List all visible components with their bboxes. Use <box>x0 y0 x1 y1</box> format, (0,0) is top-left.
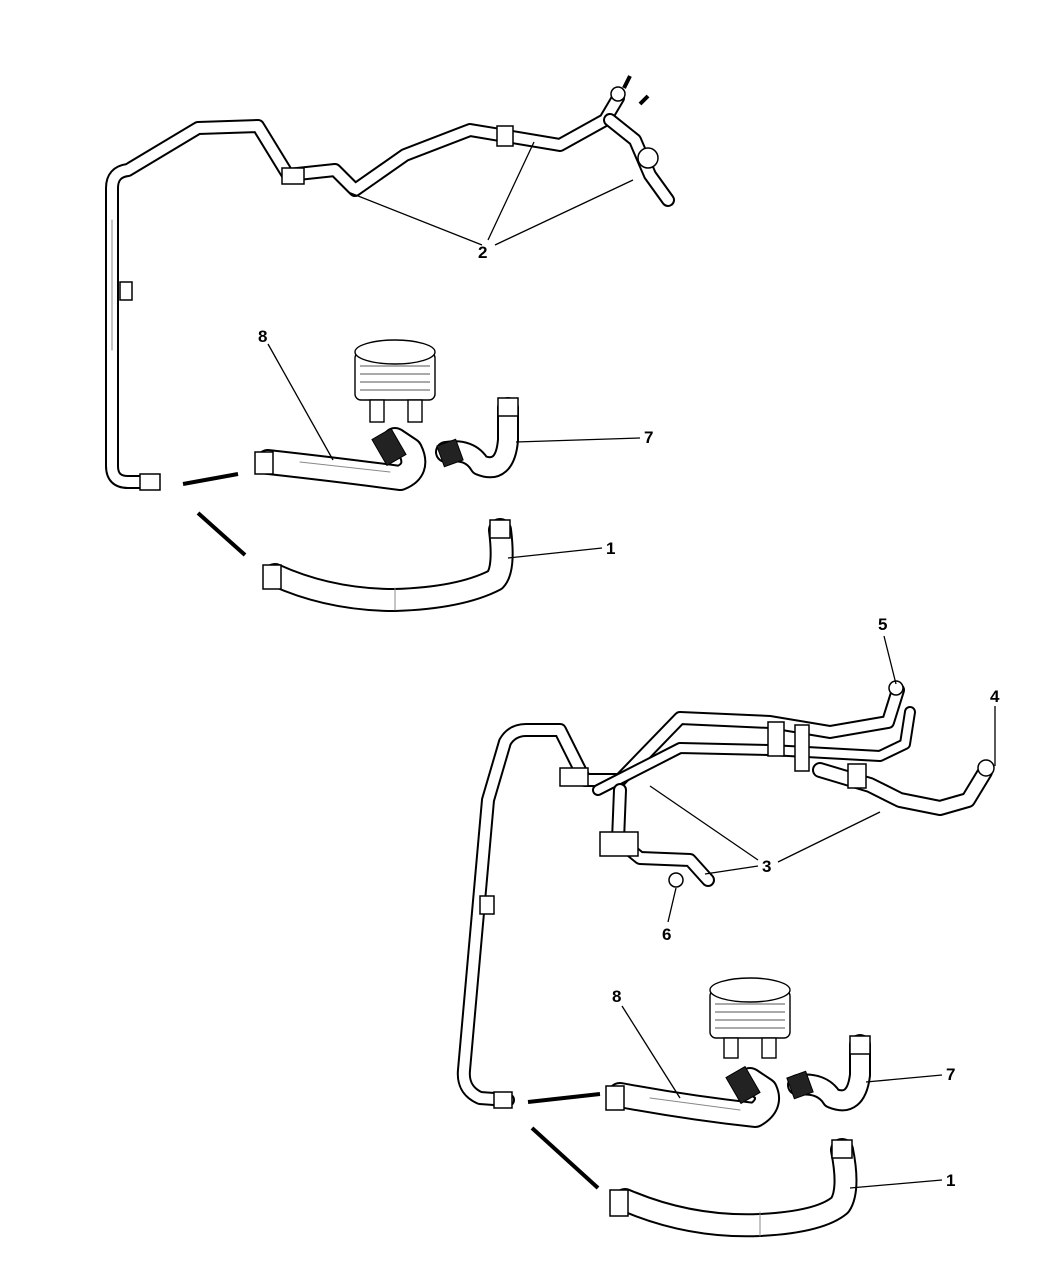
bottom-assembly: 5 4 3 6 8 7 1 <box>456 615 1000 1238</box>
bottom-leader-3c <box>777 811 881 863</box>
bottom-connection-bar-b <box>530 1126 600 1190</box>
top-hose-end <box>139 473 161 491</box>
top-bracket <box>281 167 305 185</box>
top-connection-bar-a <box>182 472 239 486</box>
bottom-oil-cooler <box>709 977 791 1059</box>
top-leader-2b <box>487 141 535 241</box>
bottom-callout-8: 8 <box>612 987 621 1006</box>
bottom-hose-clamp <box>767 721 785 757</box>
bottom-hose-end <box>493 1091 513 1109</box>
bottom-hose-8 <box>605 1065 780 1128</box>
bottom-bracket-right <box>847 763 867 789</box>
top-fitting <box>637 147 659 169</box>
top-hose-clamp <box>496 125 514 147</box>
bottom-callout-3: 3 <box>762 857 771 876</box>
top-hose-7-connector <box>436 438 464 468</box>
top-assembly: 2 8 7 1 <box>105 75 675 612</box>
top-callout-1: 1 <box>606 539 615 558</box>
top-fitting-upper <box>610 86 626 102</box>
top-hose-1 <box>262 518 514 612</box>
top-leader-8 <box>267 343 334 461</box>
bottom-leader-3b <box>704 865 759 875</box>
bottom-hose-1-end <box>831 1139 853 1159</box>
bottom-fitting-4 <box>977 759 995 777</box>
bottom-hose-7-connector <box>786 1070 814 1100</box>
bottom-callout-7: 7 <box>946 1065 955 1084</box>
top-hose-clip <box>119 281 133 301</box>
bottom-fitting-6 <box>668 872 684 888</box>
bottom-callout-6: 6 <box>662 925 671 944</box>
bottom-hose-1 <box>609 1138 858 1238</box>
bottom-leader-3a <box>649 785 759 861</box>
top-hose-8-connector <box>371 427 407 467</box>
bottom-callout-4: 4 <box>990 687 1000 706</box>
bottom-connection-bar-a <box>527 1092 601 1104</box>
top-leader-1 <box>507 547 603 559</box>
top-leader-7 <box>515 437 641 443</box>
top-leader-2c <box>494 179 634 246</box>
top-hose-7-end <box>497 397 519 417</box>
top-oil-cooler <box>354 339 436 423</box>
bottom-leader-5 <box>883 635 897 685</box>
bottom-bracket-left <box>559 767 589 787</box>
bottom-hose-7 <box>786 1034 871 1112</box>
bottom-callout-5: 5 <box>878 615 887 634</box>
bottom-hose-8-connector <box>725 1065 761 1105</box>
bottom-hose-8-clamp <box>605 1085 625 1111</box>
top-callout-8: 8 <box>258 327 267 346</box>
bottom-leader-8 <box>621 1005 681 1099</box>
bottom-bracket-center <box>794 724 810 772</box>
top-callout-2: 2 <box>478 243 487 262</box>
top-hose-7 <box>435 397 519 479</box>
bottom-hose-7-end <box>849 1035 871 1055</box>
bottom-fitting-5 <box>888 680 904 696</box>
bottom-bracket-lower <box>599 831 639 857</box>
top-hose-8-clamp <box>254 451 274 475</box>
top-hose-1-end <box>489 519 511 539</box>
top-callout-7: 7 <box>644 428 653 447</box>
top-connection-bar-b <box>196 511 247 557</box>
bottom-callout-1: 1 <box>946 1171 955 1190</box>
bottom-hose-clip <box>479 895 495 915</box>
bottom-leader-1 <box>849 1179 943 1189</box>
top-leader-2a <box>347 191 483 246</box>
bottom-hose-1-clamp <box>609 1189 629 1217</box>
bottom-leader-6 <box>667 887 677 923</box>
bottom-leader-7 <box>865 1074 943 1083</box>
top-long-hose <box>105 75 675 491</box>
top-hose-1-clamp <box>262 564 282 590</box>
top-hose-8 <box>254 427 427 491</box>
bottom-long-hose <box>456 680 995 1109</box>
